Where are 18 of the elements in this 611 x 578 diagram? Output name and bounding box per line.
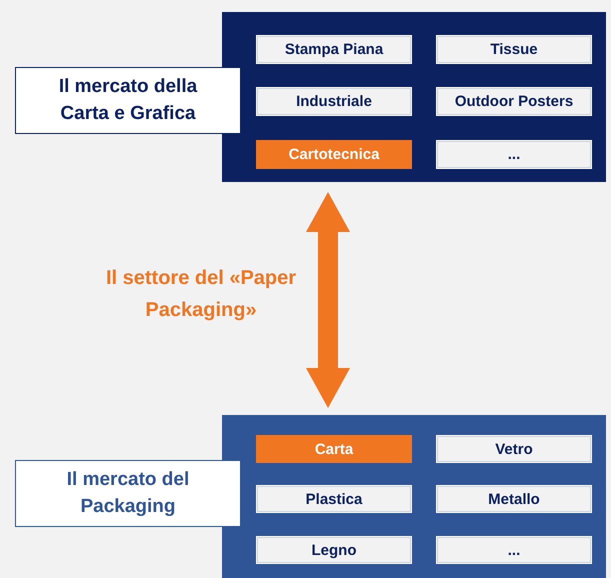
category-box: Vetro bbox=[436, 435, 592, 463]
category-box: Tissue bbox=[436, 35, 592, 64]
category-box: ... bbox=[436, 536, 592, 564]
category-box: ... bbox=[436, 140, 592, 169]
edge-label: Il settore del «Paper Packaging» bbox=[104, 266, 298, 323]
category-box: Metallo bbox=[436, 485, 592, 513]
label-box: Il mercato della Carta e Grafica bbox=[15, 67, 241, 134]
panel-background bbox=[222, 12, 606, 182]
category-box: Outdoor Posters bbox=[436, 87, 592, 116]
highlighted-category-box: Carta bbox=[256, 435, 412, 463]
category-box: Legno bbox=[256, 536, 412, 564]
label-box: Il mercato del Packaging bbox=[15, 460, 241, 527]
category-box: Industriale bbox=[256, 87, 412, 116]
panel-background bbox=[222, 415, 606, 578]
double-arrow bbox=[306, 192, 350, 408]
category-box: Stampa Piana bbox=[256, 35, 412, 64]
category-box: Plastica bbox=[256, 485, 412, 513]
highlighted-category-box: Cartotecnica bbox=[256, 140, 412, 169]
